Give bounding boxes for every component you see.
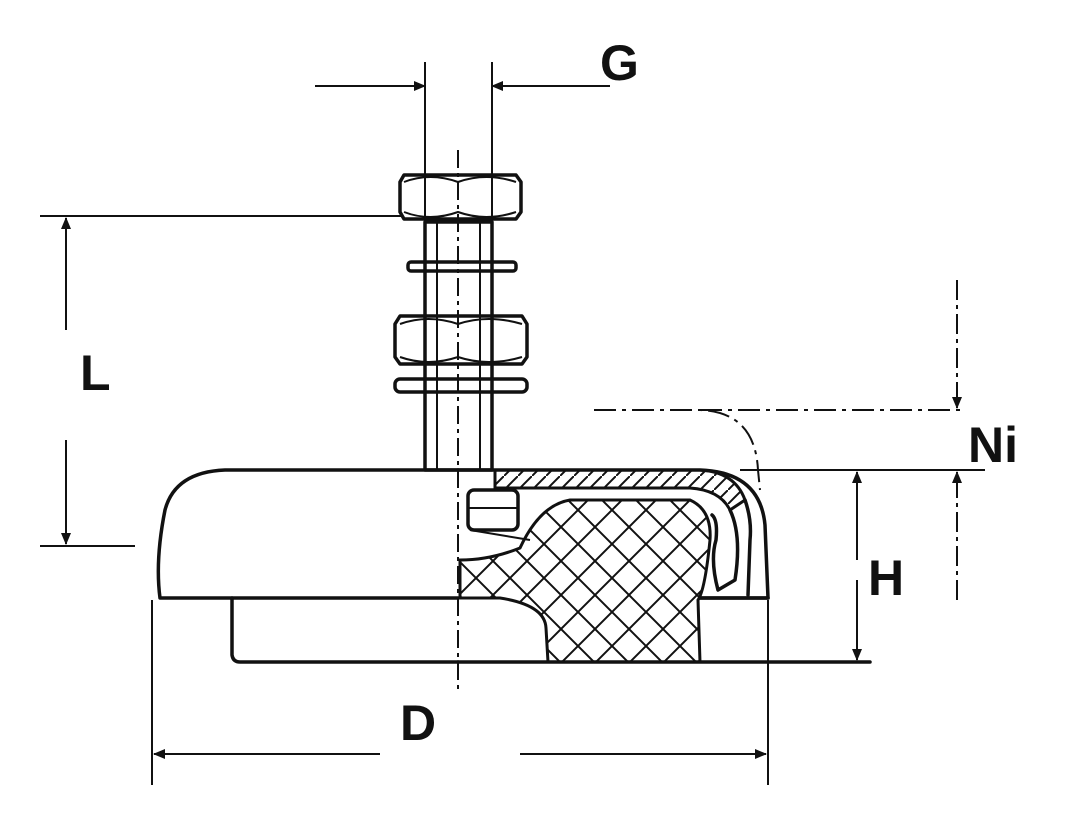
base-section-view bbox=[456, 468, 872, 664]
height-label: H bbox=[868, 550, 904, 606]
base-outer-view bbox=[156, 468, 460, 664]
upper-washer bbox=[406, 260, 518, 273]
thread-label: G bbox=[600, 35, 639, 91]
height-dimension: H bbox=[852, 471, 904, 661]
top-hex-nut bbox=[398, 173, 523, 221]
length-label: L bbox=[80, 345, 111, 401]
deflection-label: Ni bbox=[968, 417, 1018, 473]
length-dimension: L bbox=[40, 215, 402, 547]
thread-dimension: G bbox=[315, 35, 639, 175]
lock-hex-nut bbox=[393, 314, 529, 366]
diameter-label: D bbox=[400, 695, 436, 751]
lower-washer bbox=[393, 377, 529, 394]
diameter-dimension: D bbox=[151, 600, 769, 785]
threaded-stud bbox=[423, 150, 494, 690]
deflection-dimension: Ni bbox=[594, 280, 1018, 600]
